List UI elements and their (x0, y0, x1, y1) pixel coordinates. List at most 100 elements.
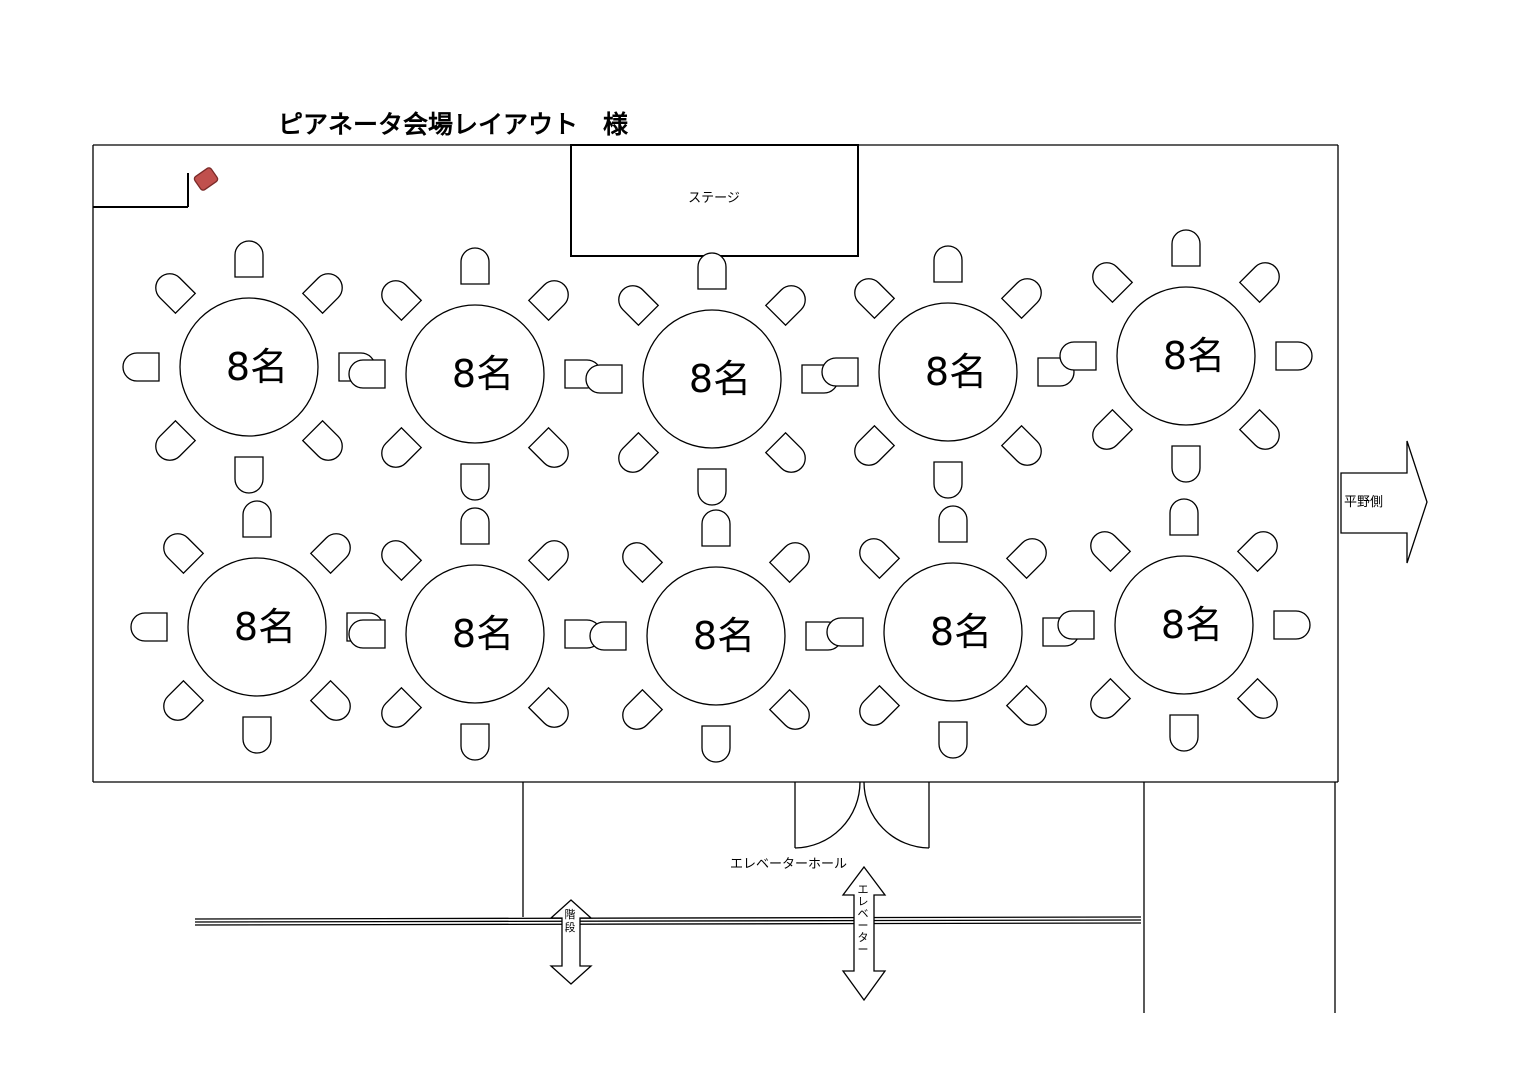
table-seat-count: 8名 (452, 352, 514, 396)
chair (155, 419, 197, 461)
chair (122, 352, 160, 382)
chair (1000, 424, 1042, 466)
chair (764, 431, 806, 473)
direction-label: 平野側 (1344, 495, 1383, 510)
chair (527, 426, 569, 468)
vertical-char: エ (858, 883, 869, 896)
table-seat-count: 8名 (689, 357, 751, 401)
round-table: 8名 (122, 240, 376, 494)
vertical-char: ー (858, 943, 869, 956)
chair (622, 542, 664, 584)
chair (234, 240, 264, 278)
round-table: 8名 (348, 507, 602, 761)
chair (527, 540, 569, 582)
chair (460, 247, 490, 285)
chair (1092, 408, 1134, 450)
table-seat-count: 8名 (925, 350, 987, 394)
chair (381, 686, 423, 728)
chair (1236, 677, 1278, 719)
elevator-label-vertical: エレベーター (858, 883, 869, 956)
chair (938, 505, 968, 543)
table-top (1114, 555, 1254, 695)
chair (348, 359, 386, 389)
vertical-char: ベ (858, 907, 869, 920)
chair (234, 456, 264, 494)
direction-arrow: 平野側 (1340, 440, 1428, 564)
stairs-label-vertical: 階段 (565, 907, 576, 934)
elevator-arrow: エレベーター (841, 865, 887, 1002)
chair (1238, 408, 1280, 450)
red-marker-icon (193, 167, 219, 191)
chair (697, 252, 727, 290)
chair (348, 619, 386, 649)
chair (381, 280, 423, 322)
round-table: 8名 (585, 252, 839, 506)
round-table: 8名 (1057, 498, 1311, 752)
chair (301, 419, 343, 461)
chair (381, 426, 423, 468)
chair (242, 500, 272, 538)
chair (1275, 341, 1313, 371)
table-seat-count: 8名 (234, 605, 296, 649)
table-top (646, 566, 786, 706)
table-top (187, 557, 327, 697)
chair (460, 463, 490, 501)
chair (1000, 278, 1042, 320)
chair (1090, 677, 1132, 719)
chair (768, 542, 810, 584)
table-seat-count: 8名 (1161, 603, 1223, 647)
vertical-char: 階 (565, 907, 576, 921)
round-table: 8名 (1059, 229, 1313, 483)
chair (821, 357, 859, 387)
chair (933, 245, 963, 283)
table-seat-count: 8名 (930, 610, 992, 654)
vertical-char: ー (858, 919, 869, 932)
table-seat-count: 8名 (1163, 334, 1225, 378)
table-top (405, 304, 545, 444)
chair (854, 424, 896, 466)
table-top (179, 297, 319, 437)
table-seat-count: 8名 (226, 345, 288, 389)
table-top (405, 564, 545, 704)
stage: ステージ (570, 144, 859, 257)
chair (309, 679, 351, 721)
round-table: 8名 (348, 247, 602, 501)
chair (1169, 714, 1199, 752)
chair (618, 285, 660, 327)
chair (309, 533, 351, 575)
chair (1005, 538, 1047, 580)
chair (1171, 229, 1201, 267)
stage-label: ステージ (688, 191, 740, 206)
chair (460, 507, 490, 545)
chair (701, 725, 731, 763)
chair (163, 533, 205, 575)
table-seat-count: 8名 (452, 612, 514, 656)
chair (1057, 610, 1095, 640)
vertical-char: タ (858, 931, 869, 944)
chair (460, 723, 490, 761)
chair (859, 684, 901, 726)
chair (242, 716, 272, 754)
chair (764, 285, 806, 327)
chair (527, 686, 569, 728)
vertical-char: 段 (565, 920, 576, 934)
chair (933, 461, 963, 499)
chair (622, 688, 664, 730)
chair (618, 431, 660, 473)
lower-area-walls (522, 782, 1336, 1013)
chair (1238, 262, 1280, 304)
chair (768, 688, 810, 730)
chair (381, 540, 423, 582)
round-table: 8名 (130, 500, 384, 754)
chair (301, 273, 343, 315)
chair (1169, 498, 1199, 536)
chair (859, 538, 901, 580)
table-top (878, 302, 1018, 442)
chair (1059, 341, 1097, 371)
vertical-char: レ (858, 895, 869, 908)
chair (1005, 684, 1047, 726)
chair (938, 721, 968, 759)
table-top (1116, 286, 1256, 426)
